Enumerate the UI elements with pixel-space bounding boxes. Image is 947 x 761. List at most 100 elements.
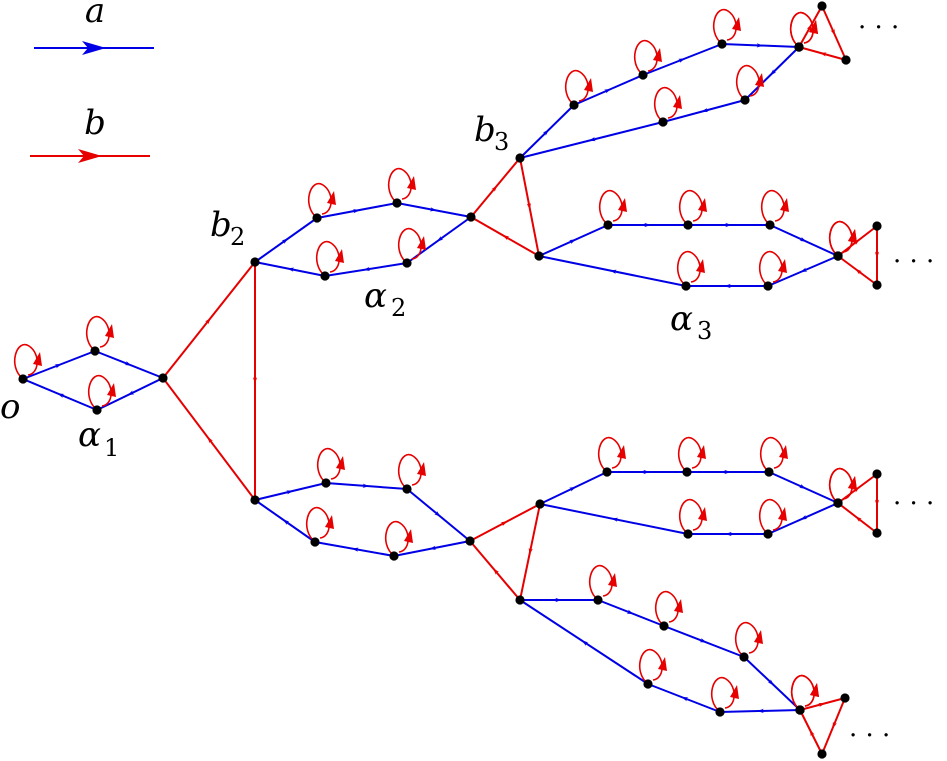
vertex-o: [18, 374, 28, 384]
self-loop-c1T: [85, 315, 114, 352]
edge-a-p1-sA: [539, 471, 608, 505]
vertex-sA: [602, 467, 612, 477]
edge-b-wt2-wt3: [821, 697, 846, 755]
alpha-3-symbol: α: [670, 299, 693, 339]
self-loop-sBb: [678, 498, 707, 535]
vertex-uB: [638, 70, 648, 80]
label-alpha-3: α 3: [670, 299, 712, 345]
self-loop-wCb: [710, 676, 739, 713]
self-loop-tB: [387, 167, 416, 204]
vertex-uA: [569, 100, 579, 110]
vertex-rA: [603, 220, 613, 230]
label-alpha-2: α 2: [364, 276, 406, 322]
vertex-lAB: [310, 537, 320, 547]
vertex-b2: [250, 257, 260, 267]
labels: o α 1 b 2 α 2 b 3 α 3 · · · · · · · · · …: [0, 13, 934, 751]
origin-label: o: [0, 387, 20, 427]
edge-b-wt3-wt1: [799, 709, 823, 755]
vertex-rt3: [872, 280, 882, 290]
alpha-1-symbol: α: [78, 415, 101, 455]
self-loop-lBB: [384, 520, 413, 557]
self-loop-lAB: [305, 506, 334, 543]
vertex-sC: [764, 467, 774, 477]
vertex-tB: [392, 198, 402, 208]
self-loop-o: [13, 343, 42, 380]
self-loop-uBb: [653, 86, 682, 123]
legend-entry-b: b: [30, 103, 150, 163]
vertex-wCb: [715, 707, 725, 717]
edge-a-sDb-sCb: [767, 502, 839, 535]
vertex-lBB: [389, 551, 399, 561]
self-loop-uCb: [735, 64, 764, 101]
edge-a-tBB-tAB: [324, 262, 408, 277]
legend-label-b: b: [84, 103, 106, 143]
self-loop-wBb: [638, 648, 667, 685]
edge-b-tC-b3: [470, 157, 521, 218]
edge-b-ut1-ut2: [798, 5, 823, 48]
vertex-rBb: [681, 281, 691, 291]
vertex-wDb: [795, 705, 805, 715]
label-alpha-1: α 1: [78, 415, 119, 462]
edge-a-o-c1T: [22, 350, 96, 380]
self-loop-tBB: [397, 227, 426, 264]
edge-a-c1T-v1: [94, 350, 164, 379]
edge-b-rt3-rt1: [837, 255, 878, 286]
edge-a-c1B-o: [22, 378, 98, 411]
b-3-subscript: 3: [494, 128, 509, 156]
vertex-ut3: [841, 55, 851, 65]
edge-b-p1-p2: [519, 503, 541, 601]
vertex-rt2: [872, 221, 882, 231]
edge-a-uB-uC: [642, 43, 723, 76]
edge-b-v3-tC: [470, 216, 540, 257]
vertex-st2: [872, 469, 882, 479]
edge-a-uBb-b3: [519, 121, 664, 159]
edge-a-lBB-lAB: [314, 541, 395, 557]
self-loop-rC: [760, 189, 789, 226]
edge-a-wBb-p2: [519, 599, 649, 685]
vertex-v3: [534, 251, 544, 261]
self-loop-uC: [712, 8, 741, 45]
alpha-2-subscript: 2: [391, 294, 406, 322]
self-loop-rA: [598, 189, 627, 226]
vertices-layer: [18, 1, 882, 759]
alpha-3-subscript: 3: [697, 317, 712, 345]
vertex-tA: [312, 213, 322, 223]
edge-b-v2-v1: [162, 377, 256, 501]
vertex-wA: [593, 595, 603, 605]
edge-a-b2-tA: [254, 217, 318, 263]
self-loop-uDb: [789, 11, 818, 48]
self-loop-tAB: [315, 240, 344, 277]
label-b-2: b 2: [210, 205, 245, 251]
vertex-p2: [515, 595, 525, 605]
vertex-b3: [515, 153, 525, 163]
self-loop-wB: [654, 590, 683, 627]
vertex-sCb: [763, 529, 773, 539]
vertex-sBb: [683, 529, 693, 539]
self-loop-rDb: [828, 220, 857, 257]
vertex-wB: [659, 621, 669, 631]
alpha-2-symbol: α: [364, 276, 387, 316]
vertex-p1: [535, 499, 545, 509]
label-b-3: b 3: [474, 110, 509, 156]
edge-a-v1-c1B: [96, 377, 164, 411]
self-loop-wDb: [790, 674, 819, 711]
self-loop-sA: [597, 436, 626, 473]
ellipsis-upper-mid: · · ·: [893, 247, 934, 277]
self-loop-rCb: [758, 250, 787, 287]
legend-arrow-a: [82, 41, 106, 55]
ellipsis-top-right: · · ·: [858, 13, 899, 43]
edge-a-tAB-b2: [254, 261, 326, 277]
edge-a-uC-uD: [721, 43, 800, 48]
edge-a-wC-wD: [743, 656, 801, 711]
self-loop-uA: [564, 69, 593, 106]
vertex-tC: [466, 212, 476, 222]
b-2-symbol: b: [210, 205, 232, 245]
vertex-sDb: [833, 498, 843, 508]
vertex-lC: [465, 536, 475, 546]
legend-label-a: a: [85, 0, 105, 31]
edge-a-v2-lA: [254, 482, 327, 501]
edge-a-lB-lC: [406, 488, 471, 542]
edge-a-lA-lB: [325, 482, 408, 490]
self-loop-lB: [397, 453, 426, 490]
edge-a-tC-tBB: [406, 216, 472, 264]
